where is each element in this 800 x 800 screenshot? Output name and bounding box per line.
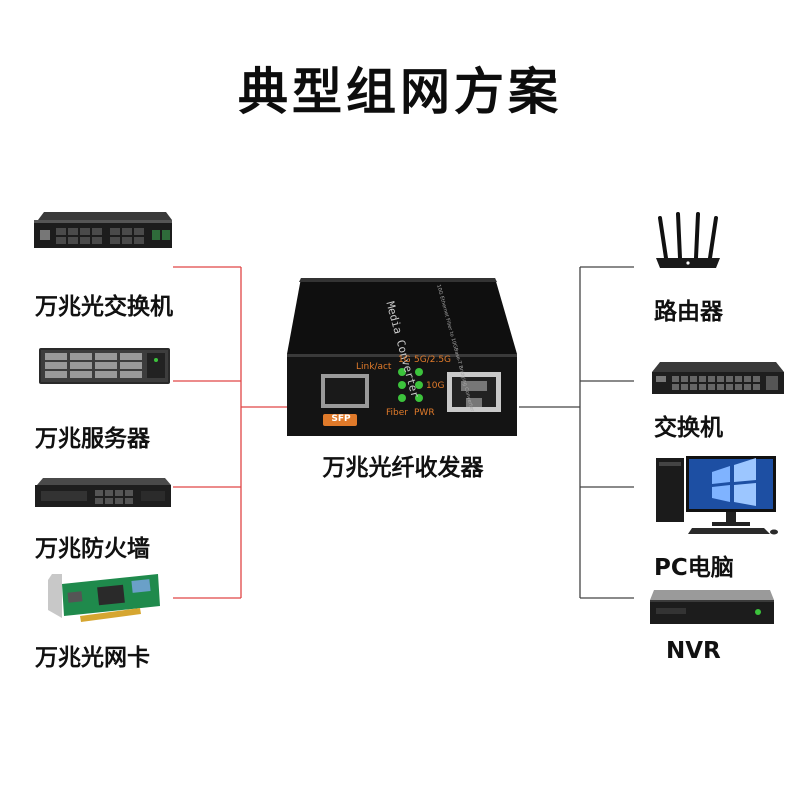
indicator-link-act: Link/act [356,362,392,372]
media-converter-icon [287,278,517,436]
switch-icon [652,362,784,394]
pc-icon [656,456,778,535]
indicator-10g: 10G [426,381,445,391]
indicator-5g: 5G/2.5G [414,355,452,365]
left-device-label-2: 万兆服务器 [35,426,150,452]
right-connectors [519,266,634,599]
center-device-label: 万兆光纤收发器 [322,455,484,481]
rack-switch-icon [34,212,172,248]
right-device-label-3: PC电脑 [654,555,734,581]
server-icon [39,348,170,384]
indicator-fiber: Fiber [386,408,408,418]
right-device-label-4: NVR [666,638,721,664]
page-title: 典型组网方案 [238,63,562,121]
sfp-port-label: SFP [331,414,351,424]
left-connectors [173,266,288,599]
left-device-label-4: 万兆光网卡 [35,645,150,671]
left-device-label-3: 万兆防火墙 [35,536,150,562]
nvr-icon [650,590,774,624]
indicator-pwr: PWR [414,408,435,418]
right-device-label-1: 路由器 [654,299,723,325]
right-device-label-2: 交换机 [654,415,723,441]
network-card-icon [48,574,160,622]
router-icon [656,212,720,268]
indicator-1g: 1G [398,355,411,365]
firewall-icon [35,478,171,507]
left-device-label-1: 万兆光交换机 [35,294,173,320]
